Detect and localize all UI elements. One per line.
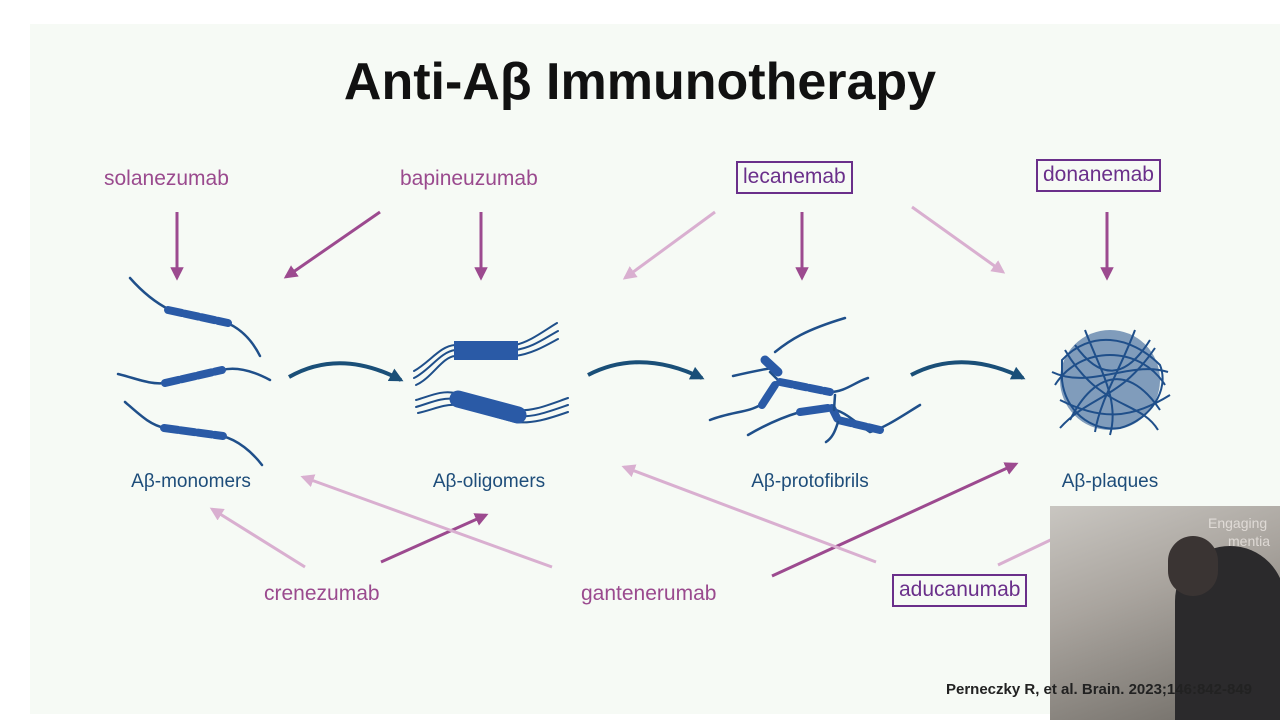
stage-label-protofibrils: Aβ-protofibrils <box>751 471 869 492</box>
progression-arrow-1 <box>288 361 404 382</box>
drug-label-crenezumab: crenezumab <box>264 582 380 605</box>
citation: Perneczky R, et al. Brain. 2023;146:842-… <box>945 681 1252 698</box>
drug-label-bapineuzumab: bapineuzumab <box>400 167 538 190</box>
slide-title: Anti-Aβ Immunotherapy <box>343 53 937 111</box>
arrow-crenezumab-monomers <box>209 507 306 569</box>
arrow-lecanemab-plaques <box>911 205 1006 274</box>
arrow-bapineuzumab-monomers <box>283 210 381 279</box>
arrow-crenezumab-oligomers <box>380 513 489 564</box>
stage-label-plaques: Aβ-plaques <box>1061 471 1159 492</box>
presenter-head <box>1168 536 1218 596</box>
monomers-illustration <box>116 276 272 467</box>
webcam-banner-line-2: mentia <box>1228 533 1271 549</box>
progression-arrow-3 <box>910 360 1026 380</box>
arrow-gantenerumab-monomers <box>300 474 553 569</box>
plaques-illustration <box>1051 329 1171 436</box>
arrow-aducanumab-oligomers <box>621 464 877 564</box>
arrow-lecanemab-oligomers <box>622 210 716 280</box>
stage-label-oligomers: Aβ-oligomers <box>432 471 546 492</box>
progression-arrow-2 <box>587 360 705 380</box>
oligomers-illustration <box>413 322 569 424</box>
drug-label-aducanumab: aducanumab <box>892 574 1028 607</box>
drug-label-solanezumab: solanezumab <box>104 167 229 190</box>
drug-label-lecanemab: lecanemab <box>736 161 853 194</box>
arrow-gantenerumab-plaques <box>771 462 1019 578</box>
protofibrils-illustration <box>708 316 922 444</box>
stage-label-monomers: Aβ-monomers <box>131 471 251 492</box>
drug-label-donanemab: donanemab <box>1036 159 1161 192</box>
webcam-banner: Engaging mentia <box>1170 514 1270 550</box>
webcam-banner-line-1: Engaging <box>1208 515 1268 531</box>
drug-label-gantenerumab: gantenerumab <box>581 582 717 605</box>
webcam-overlay: Engaging mentia <box>1050 506 1280 720</box>
